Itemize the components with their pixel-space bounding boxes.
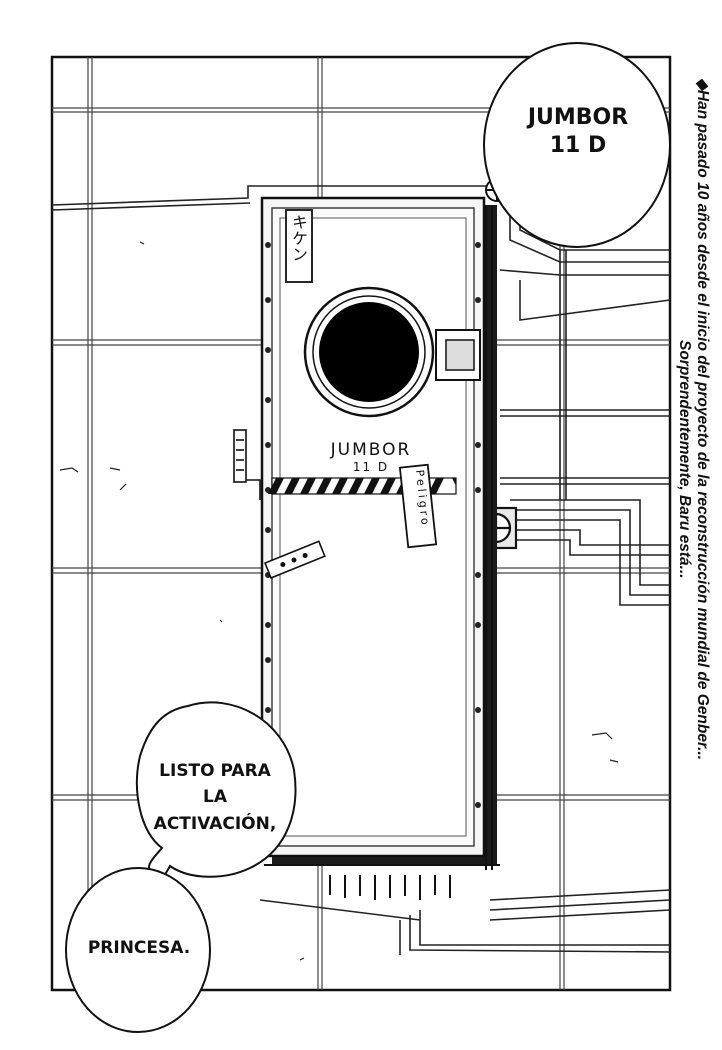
machine-rivets (265, 242, 481, 808)
porthole (303, 286, 481, 418)
caption-line2: Sorprendentemente, Baru está... (676, 340, 693, 579)
bubble-middle-line3: ACTIVACIÓN, (153, 813, 277, 834)
speech-bubble-bottom (65, 867, 211, 1033)
warning-tag-kanji (285, 209, 313, 283)
speech-bubble-bottom-text: PRINCESA. (76, 938, 202, 959)
side-handle (233, 429, 261, 500)
diagonal-plate (264, 540, 326, 579)
speech-bubble-top-text: JUMBOR 11 D (512, 104, 644, 159)
machine-label-line1: JUMBOR (330, 440, 412, 460)
bubble-bottom-line1: PRINCESA. (87, 938, 191, 958)
bubble-middle-line2: LA (203, 787, 227, 808)
speech-bubble-middle-text: LISTO PARA LA ACTIVACIÓN, (142, 758, 288, 837)
bubble-middle-line1: LISTO PARA (159, 761, 271, 781)
caption-line1: ◆Han pasado 10 años desde el inicio del … (694, 78, 711, 761)
hazard-stripe (268, 478, 456, 494)
bubble-top-line1: JUMBOR (527, 105, 629, 130)
machine-label-line2: 11 D (352, 460, 390, 474)
machine-label: JUMBOR 11 D (316, 440, 426, 474)
warning-tag-kanji-text: キケン (289, 214, 308, 262)
bottom-cable (329, 875, 451, 900)
speech-bubble-middle (135, 701, 297, 882)
warning-tag-peligro (398, 463, 438, 549)
pipes (51, 185, 671, 955)
speech-bubble-top (483, 42, 671, 248)
floor-scratches (59, 241, 619, 961)
bubble-top-line2: 11 D (549, 132, 607, 158)
vertical-caption: ◆Han pasado 10 años desde el inicio del … (672, 78, 722, 978)
